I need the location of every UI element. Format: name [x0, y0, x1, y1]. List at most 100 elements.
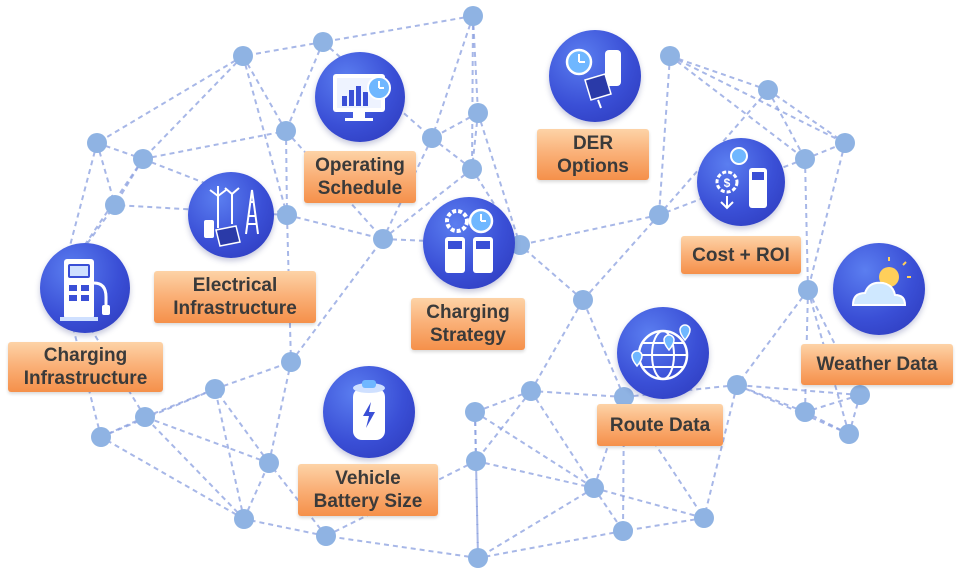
network-link [214, 361, 292, 390]
network-node-dot [614, 387, 634, 407]
network-node-dot [259, 453, 279, 473]
network-node-dot [521, 381, 541, 401]
network-link [268, 462, 327, 537]
network-link [477, 530, 624, 559]
network-node-dot [468, 548, 488, 568]
network-link [242, 41, 324, 57]
network-node-dot [205, 379, 225, 399]
network-link [475, 460, 595, 489]
network-node-dot [795, 149, 815, 169]
label-vehicle-battery-size: Vehicle Battery Size [298, 464, 438, 516]
network-link [243, 518, 327, 537]
network-link [322, 15, 474, 43]
chargers-gear-clock-icon [423, 197, 515, 289]
network-link [736, 289, 809, 386]
network-link [60, 204, 116, 281]
network-link [144, 416, 270, 464]
svg-text:$: $ [724, 176, 731, 190]
network-link [582, 214, 660, 301]
network-link [530, 299, 584, 392]
network-node-dot [462, 159, 482, 179]
network-link [767, 89, 806, 160]
network-link [325, 535, 479, 559]
network-link [431, 15, 474, 139]
network-link [669, 55, 806, 160]
network-node-dot [87, 133, 107, 153]
network-link [658, 55, 671, 216]
network-link [96, 55, 244, 144]
network-link [519, 244, 584, 301]
network-link [736, 384, 850, 435]
network-link [767, 89, 846, 144]
network-link [475, 390, 532, 462]
network-link [807, 142, 846, 291]
network-link [623, 396, 705, 519]
network-link [242, 55, 287, 132]
network-link [669, 55, 846, 144]
network-link [214, 388, 270, 464]
network-link [382, 238, 521, 246]
network-link [530, 390, 625, 398]
network-link [285, 130, 288, 216]
network-node-dot [573, 290, 593, 310]
network-link [214, 388, 245, 520]
network-link [669, 55, 769, 91]
label-weather-data: Weather Data [801, 344, 953, 385]
label-cost-roi: Cost + ROI [681, 236, 801, 274]
network-link [530, 390, 595, 489]
network-link [475, 460, 479, 559]
network-node-dot [694, 508, 714, 528]
network-node-dot [660, 46, 680, 66]
network-link [96, 142, 116, 206]
network-link [142, 130, 287, 160]
network-link [622, 517, 705, 532]
network-link [144, 388, 216, 418]
network-node-dot [649, 205, 669, 225]
network-node-dot [468, 103, 488, 123]
network-node-dot [276, 121, 296, 141]
cost-charger-icon: $ [697, 138, 785, 226]
network-link [804, 289, 809, 413]
network-node-dot [234, 509, 254, 529]
network-node-dot [798, 280, 818, 300]
battery-icon [323, 366, 415, 458]
network-node-dot [135, 407, 155, 427]
cloud-sun-icon [833, 243, 925, 335]
network-link [658, 158, 806, 216]
network-node-dot [727, 375, 747, 395]
network-node-dot [373, 229, 393, 249]
network-node-dot [422, 128, 442, 148]
monitor-schedule-icon [315, 52, 405, 142]
network-node-dot [233, 46, 253, 66]
network-node-dot [133, 149, 153, 169]
network-node-dot [313, 32, 333, 52]
network-node-dot [850, 385, 870, 405]
globe-pins-icon [617, 307, 709, 399]
label-charging-strategy: Charging Strategy [411, 298, 525, 350]
network-link [285, 41, 324, 132]
network-link [144, 416, 245, 520]
network-link [472, 15, 479, 114]
network-link [736, 384, 861, 396]
network-link [519, 214, 660, 246]
network-link [471, 15, 474, 170]
network-node-dot [613, 521, 633, 541]
network-link [804, 158, 809, 291]
network-node-dot [466, 451, 486, 471]
network-link [804, 142, 846, 160]
network-node-dot [277, 205, 297, 225]
network-link [593, 487, 705, 519]
network-node-dot [795, 402, 815, 422]
network-link [848, 394, 861, 435]
network-node-dot [835, 133, 855, 153]
network-node-dot [105, 195, 125, 215]
network-link [268, 361, 292, 464]
label-electrical-infrastructure: Electrical Infrastructure [154, 271, 316, 323]
network-link [142, 55, 244, 160]
network-link [736, 384, 806, 413]
network-link [474, 411, 595, 489]
wind-solar-power-icon [188, 172, 274, 258]
network-node-dot [316, 526, 336, 546]
